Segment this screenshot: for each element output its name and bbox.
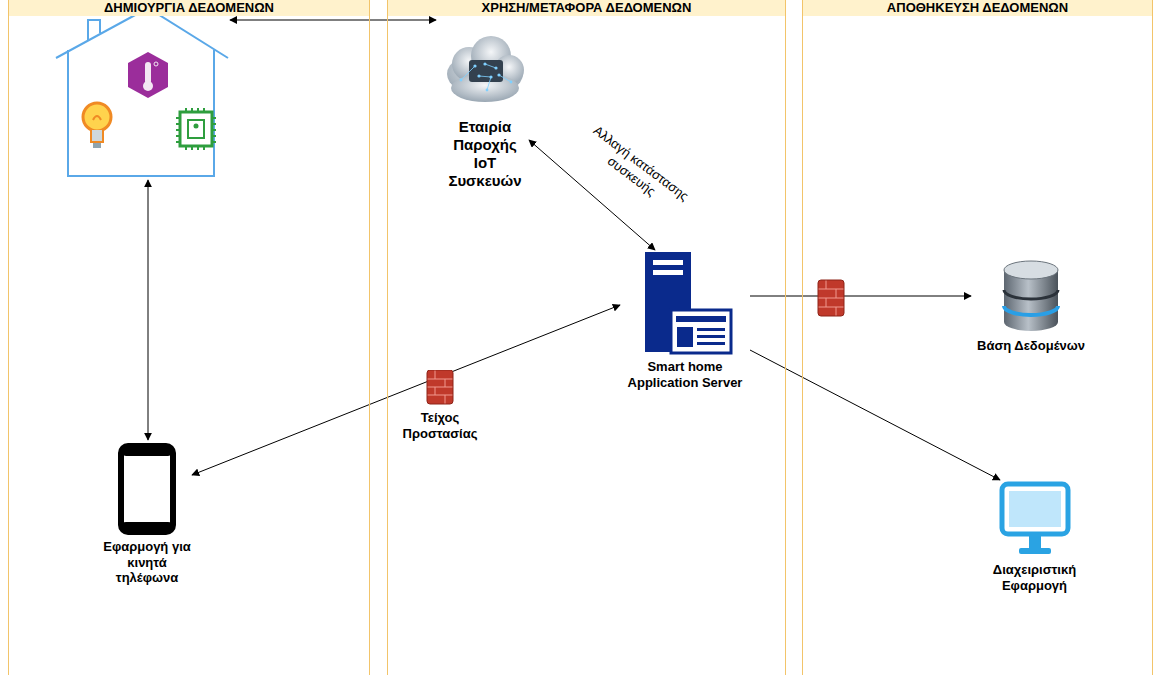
band-heading: ΑΠΟΘΗΚΕΥΣΗ ΔΕΔΟΜΕΝΩΝ xyxy=(803,0,1152,16)
server-icon xyxy=(620,250,750,355)
house-icon xyxy=(56,8,228,176)
node-label: Βάση Δεδομένων xyxy=(971,338,1091,354)
chip-icon xyxy=(176,108,216,150)
firewall-icon xyxy=(400,370,480,406)
firewall-icon xyxy=(818,280,844,316)
phone-icon xyxy=(102,443,192,535)
database-icon xyxy=(971,260,1091,334)
house-cloud-wire xyxy=(230,20,436,21)
node-label: Smart home Application Server xyxy=(620,359,750,390)
house-phone-wire xyxy=(148,180,149,440)
node-label: Εφαρμογή για κινητά τηλέφωνα xyxy=(102,539,192,586)
firewall: Τείχος Προστασίας xyxy=(400,370,480,441)
swimlane-band: ΔΗΜΙΟΥΡΓΙΑ ΔΕΔΟΜΕΝΩΝ Εφαρμογή για κινητά … xyxy=(8,0,370,675)
monitor-icon xyxy=(982,480,1087,558)
node-label: Διαχειριστική Εφαρμογή xyxy=(982,562,1087,593)
node-label: Τείχος Προστασίας xyxy=(400,410,480,441)
admin-app: Διαχειριστική Εφαρμογή xyxy=(982,480,1087,593)
provider-cloud: Εταιρία Παροχής IoT Συσκευών xyxy=(441,30,529,190)
thermostat-icon xyxy=(128,52,168,98)
connector-arrow xyxy=(750,296,971,297)
cloud-icon xyxy=(441,30,529,114)
database: Βάση Δεδομένων xyxy=(971,260,1091,354)
swimlane-band: ΧΡΗΣΗ/ΜΕΤΑΦΟΡΑ ΔΕΔΟΜΕΝΩΝ Εταιρία Παροχής … xyxy=(387,0,786,675)
swimlane-band: ΑΠΟΘΗΚΕΥΣΗ ΔΕΔΟΜΕΝΩΝ Βάση ΔεδομένωνΔιαχει… xyxy=(802,0,1153,675)
connector-arrow xyxy=(192,305,620,475)
connector-arrow xyxy=(750,350,1000,480)
application-server: Smart home Application Server xyxy=(620,250,750,390)
node-label: Εταιρία Παροχής IoT Συσκευών xyxy=(441,118,529,190)
edge-label: Αλλαγή κατάστασης συσκευής xyxy=(566,112,705,228)
lightbulb-icon xyxy=(83,103,111,148)
band-heading: ΔΗΜΙΟΥΡΓΙΑ ΔΕΔΟΜΕΝΩΝ xyxy=(9,0,369,16)
mobile-app: Εφαρμογή για κινητά τηλέφωνα xyxy=(102,443,192,586)
band-heading: ΧΡΗΣΗ/ΜΕΤΑΦΟΡΑ ΔΕΔΟΜΕΝΩΝ xyxy=(388,0,785,16)
